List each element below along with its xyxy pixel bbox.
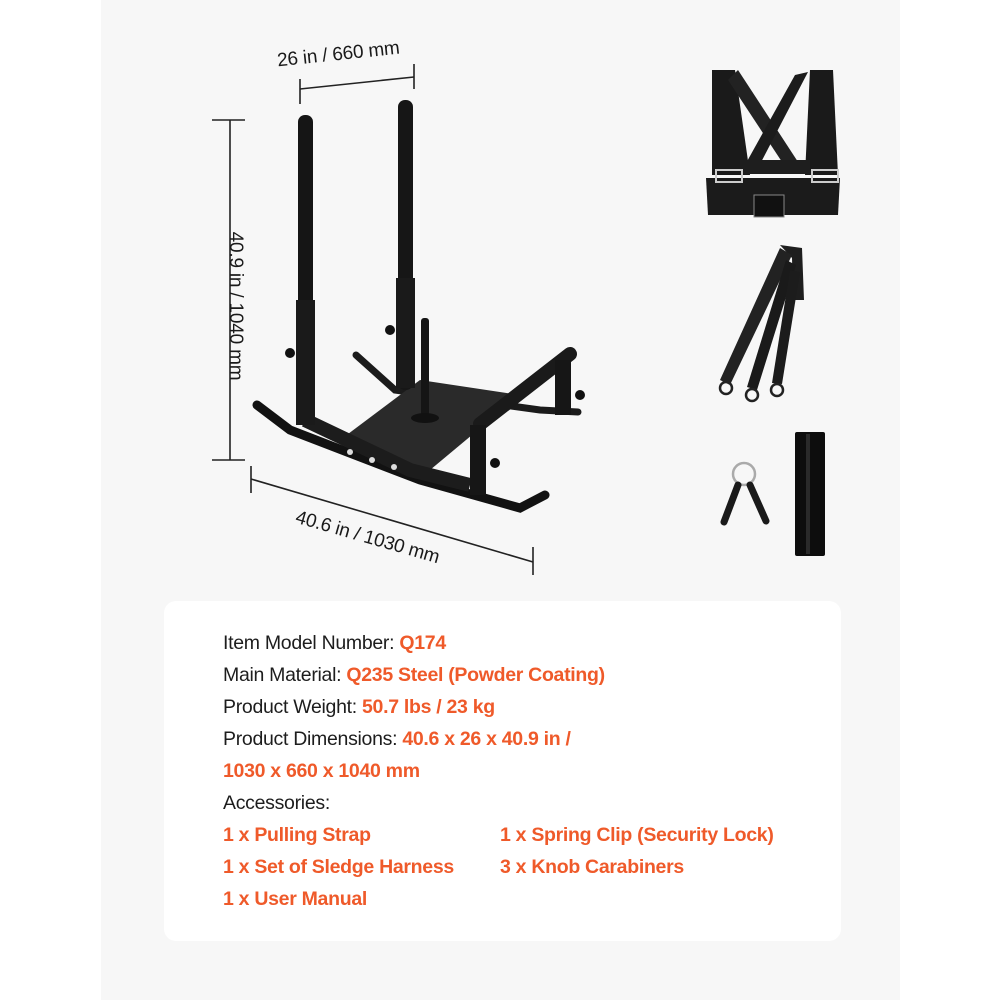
spec-material: Main Material: Q235 Steel (Powder Coatin… (223, 664, 605, 687)
accessory-item: 3 x Knob Carabiners (500, 856, 684, 878)
sleeve-tube-icon (795, 432, 825, 556)
spec-material-value: Q235 Steel (Powder Coating) (346, 664, 605, 686)
spring-clip-icon (720, 461, 770, 526)
spec-weight: Product Weight: 50.7 lbs / 23 kg (223, 696, 495, 719)
spec-weight-value: 50.7 lbs / 23 kg (362, 696, 495, 718)
spec-material-label: Main Material: (223, 664, 347, 686)
spec-model-value: Q174 (399, 632, 446, 654)
accessory-item: 1 x Pulling Strap (223, 824, 371, 846)
spec-dimensions: Product Dimensions: 40.6 x 26 x 40.9 in … (223, 728, 571, 751)
accessory-item: 1 x Set of Sledge Harness (223, 856, 454, 878)
sled-icon (212, 64, 585, 575)
pulling-strap-icon (718, 245, 804, 403)
accessories-illustrations (706, 70, 840, 556)
spec-weight-label: Product Weight: (223, 696, 362, 718)
spec-model-label: Item Model Number: (223, 632, 400, 654)
spec-dimensions-label: Product Dimensions: (223, 728, 403, 750)
spec-model: Item Model Number: Q174 (223, 632, 446, 655)
spec-dimensions-value-line1: 40.6 x 26 x 40.9 in / (402, 728, 571, 750)
spec-dimensions-value-line2: 1030 x 660 x 1040 mm (223, 760, 420, 782)
spec-dimensions-line2: 1030 x 660 x 1040 mm (223, 760, 420, 783)
harness-icon (706, 70, 840, 218)
spec-card: Item Model Number: Q174 Main Material: Q… (164, 601, 841, 941)
accessories-heading: Accessories: (223, 792, 330, 814)
accessory-item: 1 x User Manual (223, 888, 367, 910)
accessory-item: 1 x Spring Clip (Security Lock) (500, 824, 774, 846)
